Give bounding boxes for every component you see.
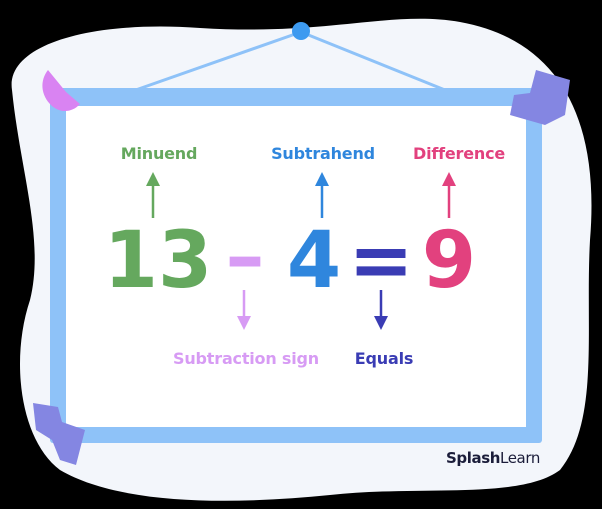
arrow-up-difference-icon	[442, 172, 456, 218]
brand-logo-bold: Splash	[446, 449, 501, 467]
label-subtrahend: Subtrahend	[271, 144, 375, 163]
brand-logo: SplashLearn	[446, 449, 540, 467]
arrow-down-subtraction-sign-icon	[237, 290, 251, 330]
bottom-left-corner-decor-icon	[33, 403, 85, 465]
board-surface	[66, 106, 526, 427]
pin-icon	[292, 22, 310, 40]
arrow-up-minuend-icon	[146, 172, 160, 218]
arrow-down-equals-icon	[374, 290, 388, 330]
label-subtraction-sign: Subtraction sign	[173, 349, 319, 368]
term-minuend: 13	[103, 216, 213, 306]
term-subtrahend: 4	[286, 216, 342, 306]
hanging-string-left	[129, 30, 302, 94]
label-difference: Difference	[412, 144, 506, 163]
label-equals: Equals	[354, 349, 414, 368]
brand-logo-light: Learn	[500, 449, 540, 467]
arrow-up-subtrahend-icon	[315, 172, 329, 218]
pink-quarter-decor-icon	[42, 70, 80, 112]
hanging-string-right	[300, 30, 451, 94]
term-subtraction-sign: –	[225, 212, 265, 302]
term-difference: 9	[421, 216, 477, 306]
term-equals: =	[348, 216, 414, 306]
label-minuend: Minuend	[120, 144, 198, 163]
top-right-corner-decor-icon	[510, 70, 570, 125]
